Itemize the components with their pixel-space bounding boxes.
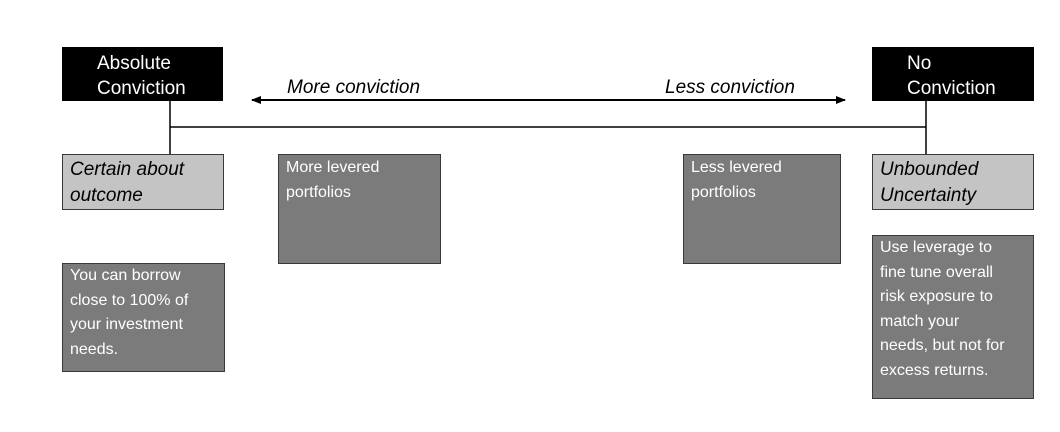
less-levered-line-2: portfolios: [691, 183, 756, 201]
borrow-note-line-3: your investment: [70, 316, 183, 333]
leverage-note-line-4: match your: [880, 312, 960, 330]
less-levered-portfolios-box: Less levered portfolios: [683, 154, 841, 264]
certain-about-outcome-line-2: outcome: [70, 185, 143, 206]
leverage-note-line-3: risk exposure to: [880, 288, 993, 305]
leverage-note-line-1: Use leverage to: [880, 239, 993, 256]
borrow-note-box: You can borrow close to 100% of your inv…: [62, 263, 225, 372]
unbounded-uncertainty-line-1: Unbounded: [880, 159, 979, 180]
borrow-note-line-2: close to 100% of: [70, 291, 189, 309]
leverage-note-line-6: excess returns.: [880, 361, 989, 379]
borrow-note-line-1: You can borrow: [70, 267, 181, 284]
less-levered-line-1: Less levered: [691, 159, 782, 176]
no-conviction-line-2: Conviction: [907, 78, 996, 99]
leverage-note-box: Use leverage to fine tune overall risk e…: [872, 235, 1034, 399]
unbounded-uncertainty-box: Unbounded Uncertainty: [872, 154, 1034, 210]
unbounded-uncertainty-line-2: Uncertainty: [880, 185, 977, 206]
absolute-conviction-line-1: Absolute: [97, 53, 171, 74]
absolute-conviction-line-2: Conviction: [97, 78, 186, 99]
more-levered-line-2: portfolios: [286, 183, 351, 201]
no-conviction-line-1: No: [907, 53, 932, 74]
leverage-note-line-5: needs, but not for: [880, 337, 1005, 354]
certain-about-outcome-line-1: Certain about: [70, 159, 185, 180]
leverage-note-line-2: fine tune overall: [880, 263, 993, 281]
certain-about-outcome-box: Certain about outcome: [62, 154, 224, 210]
less-conviction-label: Less conviction: [665, 77, 795, 98]
more-levered-portfolios-box: More levered portfolios: [278, 154, 441, 264]
more-conviction-label: More conviction: [287, 77, 421, 98]
borrow-note-line-4: needs.: [70, 340, 119, 358]
absolute-conviction-box: Absolute Conviction: [62, 47, 223, 101]
more-levered-line-1: More levered: [286, 159, 380, 176]
no-conviction-box: No Conviction: [872, 47, 1034, 101]
